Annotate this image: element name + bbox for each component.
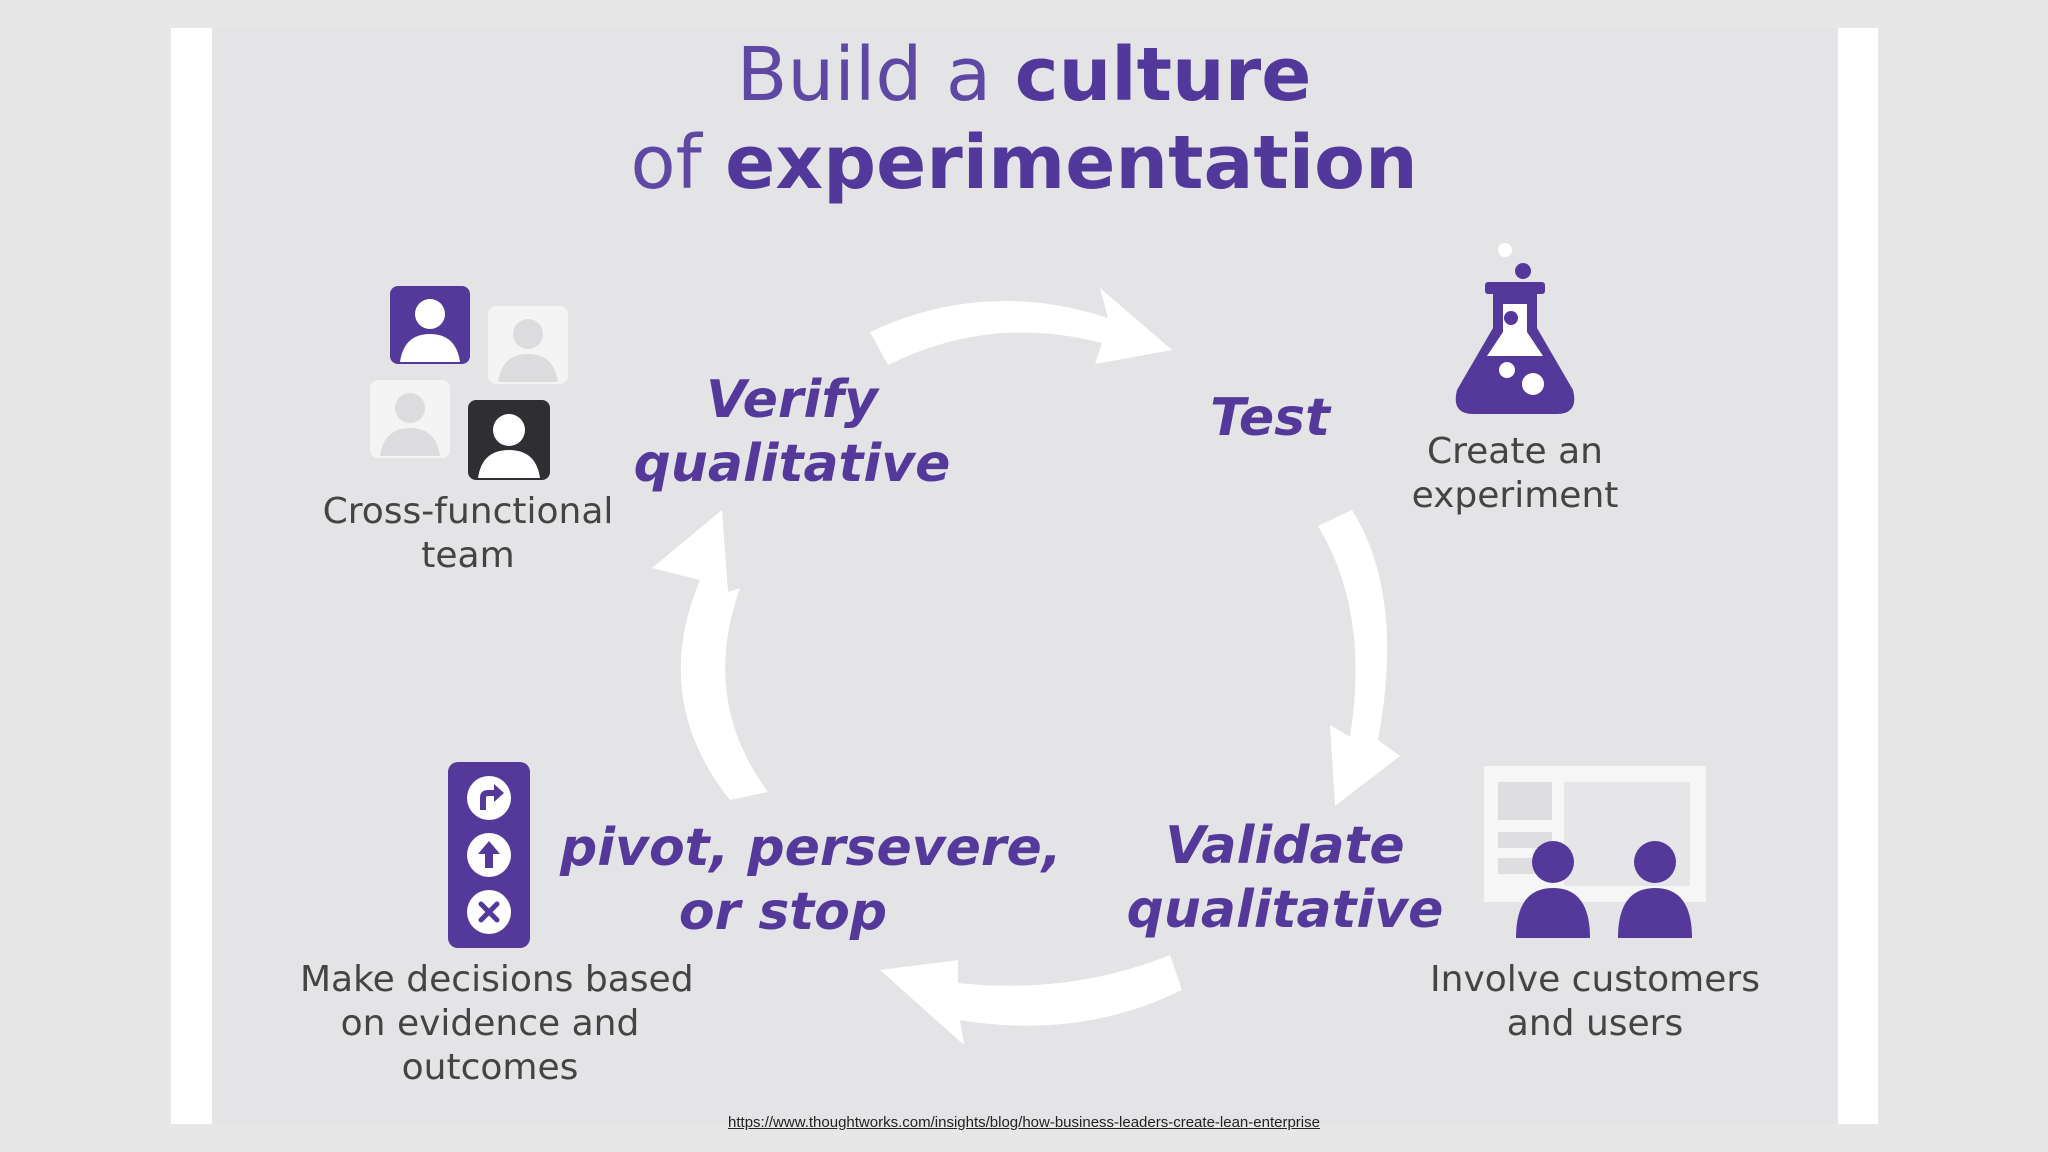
avatar-tile-white-2 — [370, 380, 450, 458]
stage-pivot-line-1: pivot, persevere, — [560, 818, 1062, 878]
arrow-top — [870, 288, 1172, 365]
title-regular-1: Build a — [736, 32, 1015, 118]
arrow-right — [1318, 510, 1400, 806]
flask-bubble-dark — [1515, 263, 1531, 279]
caption-decisions-line-2: on evidence and — [340, 1003, 640, 1044]
stage-validate-line-2: qualitative — [1126, 880, 1444, 940]
stage-validate-line-1: Validate — [1165, 816, 1405, 876]
caption-decisions: Make decisions based on evidence and out… — [300, 958, 694, 1090]
caption-customers-line-2: and users — [1506, 1003, 1684, 1044]
arrow-bottom — [880, 955, 1182, 1045]
title-bold-2: experimentation — [725, 120, 1418, 206]
caption-customers-line-1: Involve customers — [1430, 959, 1760, 1000]
caption-team-line-1: Cross-functional — [322, 491, 614, 532]
caption-team-line-2: team — [421, 535, 515, 576]
title-line-1: Build a culture — [0, 30, 2048, 120]
arrow-left — [652, 510, 768, 800]
stage-verify-line-1: Verify — [706, 370, 878, 430]
caption-decisions-line-1: Make decisions based — [300, 959, 694, 1000]
team-avatars-icon — [370, 286, 568, 480]
caption-experiment: Create an experiment — [1370, 430, 1660, 518]
customers-screen-icon — [1484, 766, 1706, 938]
stage-verify-line-2: qualitative — [633, 434, 951, 494]
caption-experiment-line-2: experiment — [1411, 475, 1619, 516]
customer-figure-2 — [1618, 841, 1692, 938]
flask-bubble-light — [1498, 243, 1512, 257]
stage-verify: Verify qualitative — [620, 368, 964, 496]
decision-options-icon — [448, 762, 530, 948]
source-link[interactable]: https://www.thoughtworks.com/insights/bl… — [728, 1114, 1320, 1131]
slide-right-border — [1838, 28, 1878, 1124]
caption-experiment-line-1: Create an — [1427, 431, 1603, 472]
avatar-tile-dark — [468, 400, 550, 480]
flask-icon — [1455, 243, 1575, 414]
stage-test: Test — [1160, 386, 1380, 450]
customer-figure-1 — [1516, 841, 1590, 938]
caption-team: Cross-functional team — [318, 490, 618, 578]
stage-pivot: pivot, persevere, or stop — [560, 816, 1062, 944]
title-bold-1: culture — [1014, 32, 1312, 118]
title-regular-2: of — [630, 120, 726, 206]
caption-customers: Involve customers and users — [1420, 958, 1770, 1046]
title-line-2: of experimentation — [0, 118, 2048, 208]
slide-left-border — [171, 28, 212, 1124]
stage-pivot-line-2: or stop — [678, 882, 888, 942]
stop-x-icon — [467, 890, 511, 934]
stage-validate: Validate qualitative — [1120, 814, 1450, 942]
caption-decisions-line-3: outcomes — [401, 1047, 579, 1088]
stage-test-line: Test — [1210, 388, 1330, 448]
persevere-arrow-icon — [467, 833, 511, 877]
pivot-arrow-icon — [467, 776, 511, 820]
avatar-tile-purple — [390, 286, 470, 364]
avatar-tile-white-1 — [488, 306, 568, 384]
